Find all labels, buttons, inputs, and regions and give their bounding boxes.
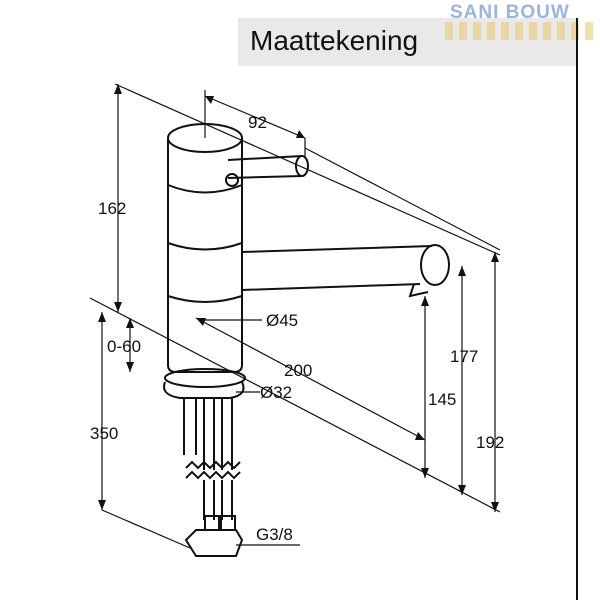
dim-177: 177 xyxy=(450,347,478,366)
lever xyxy=(227,155,303,179)
faucet-body xyxy=(167,138,243,373)
dim-192: 192 xyxy=(476,433,504,452)
dim-200: 200 xyxy=(284,361,312,380)
break-line-1 xyxy=(185,460,241,470)
dim-diameter-45: Ø45 xyxy=(266,311,298,330)
fitting-1 xyxy=(204,515,220,531)
dimension-arrows xyxy=(98,84,499,512)
dim-145: 145 xyxy=(428,390,456,409)
spout-arm xyxy=(241,245,433,291)
body-ring-2 xyxy=(167,242,243,251)
dim-92: 92 xyxy=(248,113,267,132)
logo-stripe xyxy=(445,22,595,40)
connector-nut xyxy=(184,529,244,557)
sani-bouw-logo: SANI BOUW xyxy=(450,2,570,23)
mounting-plate xyxy=(164,368,246,388)
dim-diameter-32: Ø32 xyxy=(260,383,292,402)
body-ring-1 xyxy=(167,184,243,194)
spout-end xyxy=(420,244,450,286)
dim-350: 350 xyxy=(90,424,118,443)
lever-knob xyxy=(225,173,239,187)
spout-aerator xyxy=(408,283,429,298)
page-title: Maattekening xyxy=(250,25,419,56)
dim-0-60: 0-60 xyxy=(107,337,141,356)
dim-g3-8: G3/8 xyxy=(256,525,293,544)
break-line-2 xyxy=(185,470,241,480)
body-ring-3 xyxy=(167,295,243,303)
dim-162: 162 xyxy=(98,199,126,218)
lever-end xyxy=(295,155,309,177)
